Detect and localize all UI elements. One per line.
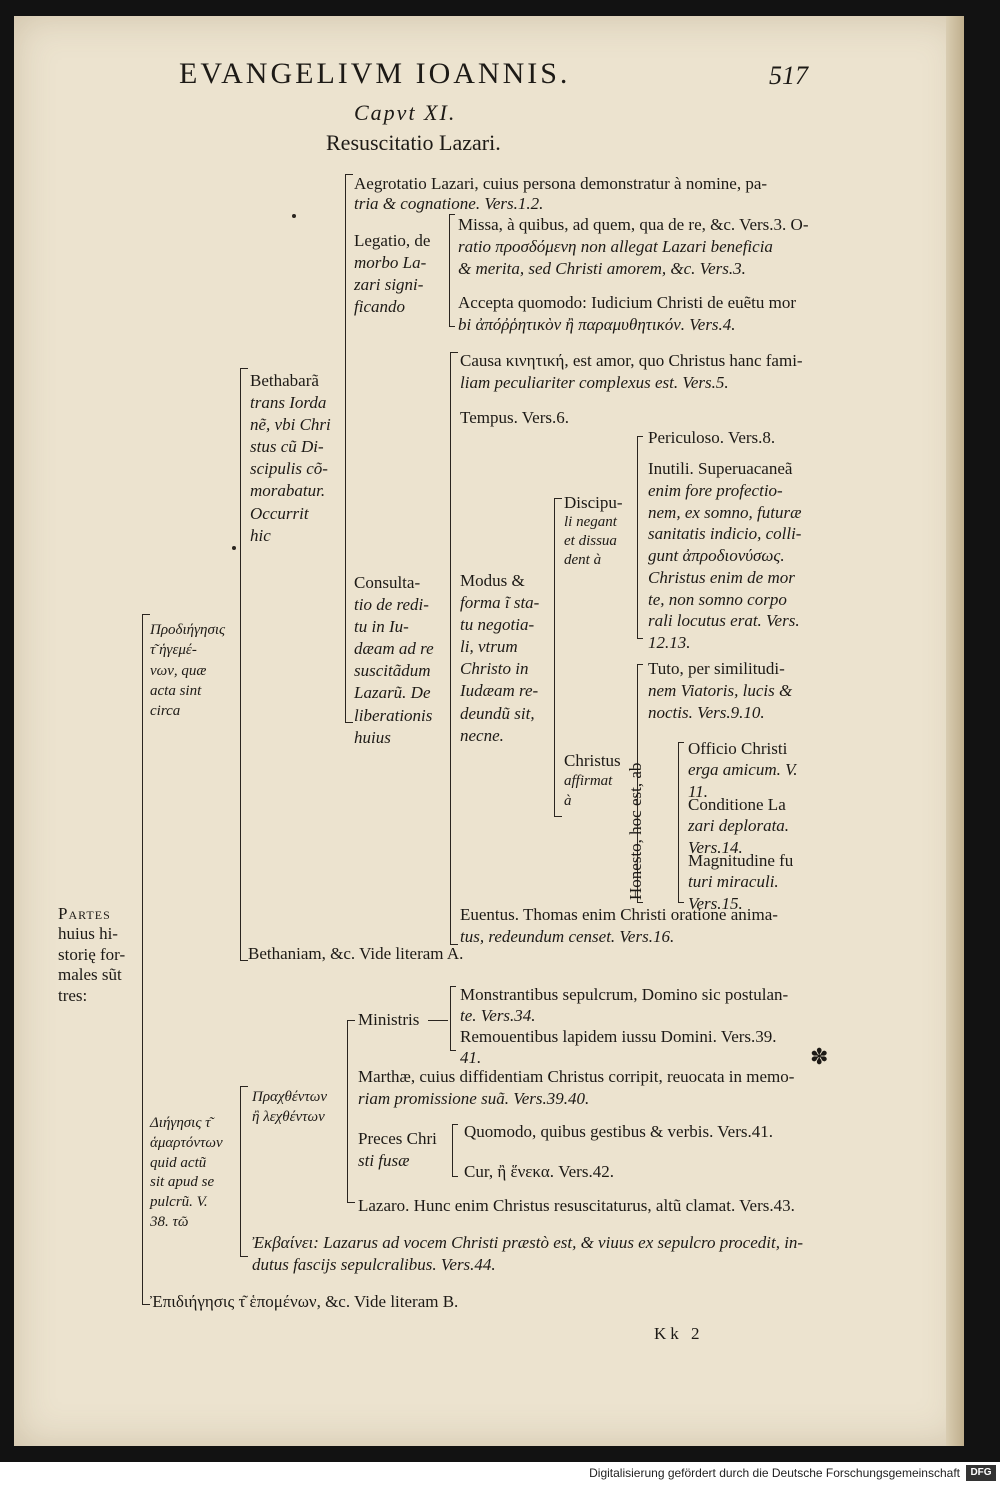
bracket-tick xyxy=(450,986,456,987)
prax-node: Πραχθέντων ἢ λεχθέντων xyxy=(252,1089,328,1125)
bracket-tick xyxy=(240,960,248,961)
bracket-tick xyxy=(450,1050,456,1051)
officio-node: Officio Christi erga amicum. V. 11. xyxy=(688,739,798,801)
part1-label: Προδιήγησις τ͂ ἡγεμέ- νων, quæ acta sint… xyxy=(150,622,226,719)
causa-node: Causa κινητική, est amor, quo Christus h… xyxy=(460,351,803,393)
bracket-tick xyxy=(452,1124,458,1125)
dfg-logo: DFG xyxy=(966,1465,996,1481)
page-number: 517 xyxy=(769,61,808,90)
christus-bracket xyxy=(637,664,638,902)
modus-bracket xyxy=(554,498,555,816)
consultatio-node: Consulta- tio de redi- tu in Iu- dæam ad… xyxy=(354,573,434,747)
bracket-tick xyxy=(240,1086,248,1087)
bracket-tick xyxy=(637,436,643,437)
cur-node: Cur, ἢ ἕνεκα. Vers.42. xyxy=(464,1162,614,1181)
tempus-node: Tempus. Vers.6. xyxy=(460,408,569,427)
quomodo-node: Quomodo, quibus gestibus & verbis. Vers.… xyxy=(464,1122,773,1141)
discipuli-node: Discipu- li negant et dissua dent à xyxy=(564,493,623,568)
marthae-node: Marthæ, cuius diffidentiam Christus corr… xyxy=(358,1067,795,1109)
digitization-footer: Digitalisierung gefördert durch die Deut… xyxy=(0,1462,1000,1485)
modus-node: Modus & forma ĩ sta- tu negotia- li, vtr… xyxy=(460,571,540,745)
missa-node: Missa, à quibus, ad quem, qua de re, &c.… xyxy=(458,215,809,279)
inutili-node: Inutili. Superuacaneã enim fore profecti… xyxy=(648,459,802,652)
christus-node: Christus affirmat à xyxy=(564,751,621,809)
bethabara-node: Bethabarã trans Iorda nẽ, vbi Chri stus … xyxy=(250,371,331,545)
page-edge xyxy=(946,16,964,1446)
preces-bracket xyxy=(452,1124,453,1176)
bracket-tick xyxy=(142,1304,150,1305)
bracket-tick xyxy=(554,498,562,499)
section-rubric: Resuscitatio Lazari. xyxy=(326,130,501,155)
lazaro-node: Lazaro. Hunc enim Christus resuscitaturu… xyxy=(358,1196,795,1215)
accepta-node: Accepta quomodo: Iudicium Christi de euẽ… xyxy=(458,293,797,335)
bracket-tick xyxy=(347,1202,355,1203)
chapter-heading: Capvt XI. xyxy=(354,100,457,125)
signature-mark: Kk 2 xyxy=(654,1324,704,1343)
honesto-bracket xyxy=(678,742,679,902)
ink-mark xyxy=(292,214,296,218)
root-label: Partes huius hi- storię for- males sũt t… xyxy=(58,904,126,1005)
footer-credit: Digitalisierung gefördert durch die Deut… xyxy=(589,1466,960,1480)
bracket-tick xyxy=(240,1256,248,1257)
remouentibus-node: Remouentibus lapidem iussu Domini. Vers.… xyxy=(460,1027,777,1068)
discipuli-bracket xyxy=(637,436,638,638)
bracket-tick xyxy=(240,368,248,369)
bethabara-bracket xyxy=(345,174,346,722)
bracket-tick xyxy=(449,214,455,215)
magnitudine-node: Magnitudine fu turi miraculi. Vers.15. xyxy=(688,851,794,913)
part2-bracket xyxy=(240,1086,241,1256)
tuto-node: Tuto, per similitudi- nem Viatoris, luci… xyxy=(648,659,793,723)
conditione-node: Conditione La zari deplorata. Vers.14. xyxy=(688,795,790,857)
bracket-tick xyxy=(345,174,353,175)
part3-node: Ἐπιδιήγησις τ͂ ἑπομένων, &c. Vide litera… xyxy=(150,1292,459,1311)
root-bracket xyxy=(142,614,143,1304)
bracket-tick xyxy=(452,1176,458,1177)
bethaniam-node: Bethaniam, &c. Vide literam A. xyxy=(248,944,464,963)
aegrotatio-node: Aegrotatio Lazari, cuius persona demonst… xyxy=(354,174,768,214)
monstrantibus-node: Monstrantibus sepulcrum, Domino sic post… xyxy=(460,985,789,1026)
bracket-tick xyxy=(347,1020,355,1021)
book-page: EVANGELIVM IOANNIS. 517 Capvt XI. Resusc… xyxy=(14,16,964,1446)
bracket-tick xyxy=(554,816,562,817)
part2-label: Διήγησις τ͂ ἁμαρτόντων quid actũ sit apu… xyxy=(150,1115,223,1230)
bracket-tick xyxy=(450,944,458,945)
bracket-tick xyxy=(345,722,353,723)
ministris-leader xyxy=(428,1020,448,1021)
bracket-tick xyxy=(637,638,643,639)
exodus-node: Ἐκβαίνει: Lazarus ad vocem Christi præst… xyxy=(252,1233,804,1275)
periculoso-node: Periculoso. Vers.8. xyxy=(648,428,776,447)
honesto-node: Honesto, hoc est, ab xyxy=(626,762,645,900)
bracket-tick xyxy=(450,352,458,353)
ministris-node: Ministris xyxy=(358,1010,420,1029)
legatio-bracket xyxy=(449,214,450,326)
preces-node: Preces Chri sti fusæ xyxy=(358,1129,437,1171)
ministris-bracket xyxy=(450,986,451,1050)
bracket-tick xyxy=(142,614,150,615)
bracket-tick xyxy=(678,742,684,743)
bracket-tick xyxy=(637,902,643,903)
bracket-tick xyxy=(449,326,455,327)
running-header: EVANGELIVM IOANNIS. xyxy=(179,57,571,90)
consultatio-bracket xyxy=(450,352,451,944)
part1-bracket xyxy=(240,368,241,960)
legatio-node: Legatio, de morbo La- zari signi- ficand… xyxy=(354,231,431,317)
ink-blot-icon: ✽ xyxy=(810,1044,829,1069)
bracket-tick xyxy=(637,664,643,665)
euentus-node: Euentus. Thomas enim Christi oratione an… xyxy=(460,905,778,947)
prax-bracket xyxy=(347,1020,348,1202)
bracket-tick xyxy=(678,902,684,903)
ink-mark xyxy=(232,546,236,550)
